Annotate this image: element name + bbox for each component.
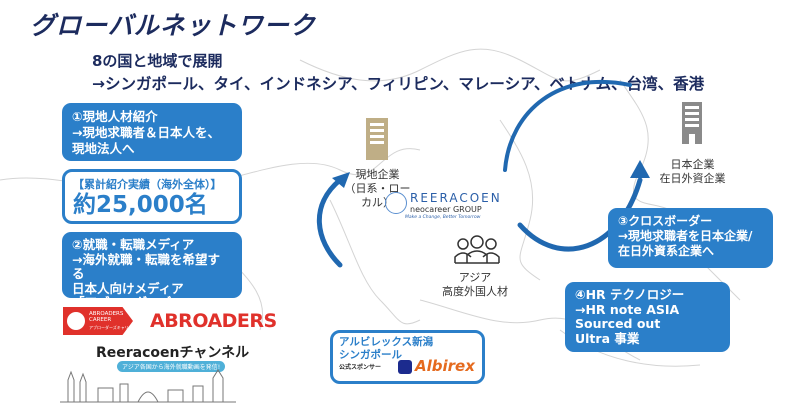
box-line: ②就職・転職メディア <box>72 237 195 252</box>
sponsor-team-location: シンガポール <box>339 349 402 361</box>
asia-talent-label: アジア 高度外国人材 <box>435 271 515 299</box>
box-line: ④HR テクノロジー <box>575 287 685 302</box>
japan-company-label: 日本企業 在日外資企業 <box>655 158 730 186</box>
box-line: 現地法人へ <box>72 141 135 156</box>
label-line: 在日外資企業 <box>659 172 726 185</box>
page-title: グローバルネットワーク <box>30 11 316 40</box>
box-line: 日本人向けメディア <box>72 280 184 296</box>
label-line: 日本企業 <box>670 158 715 171</box>
box-line: →HR note ASIA <box>575 301 680 317</box>
albirex-sponsor-box: アルビレックス新潟 シンガポール 公式スポンサー Albirex <box>330 330 485 384</box>
arrow-to-local-company <box>316 177 343 268</box>
channel-tagline: アジア各国から海外就職動画を発信! <box>117 361 226 372</box>
service-hr-technology-box: ④HR テクノロジー →HR note ASIA Sourced out Ult… <box>565 282 730 352</box>
logo-mark-icon <box>385 192 407 214</box>
abroaders-career-sub: アブローダーズキャリア <box>89 325 133 330</box>
box-line: →海外就職・転職を希望する <box>72 251 220 281</box>
label-line: アジア <box>458 271 492 284</box>
service-media-box: ②就職・転職メディア →海外就職・転職を希望する 日本人向けメディア 「アブロー… <box>62 232 242 310</box>
box-line: 「アブローダーズ」 <box>72 295 184 310</box>
plane-icon <box>67 312 85 330</box>
albirex-crest-icon <box>398 360 412 374</box>
people-icon <box>454 235 500 264</box>
logo-group: neocareer GROUP <box>410 205 482 214</box>
arrow-to-japan-top <box>503 79 632 172</box>
reeracoen-channel-title: Reeracoenチャンネル <box>96 345 250 361</box>
abroaders-career-text: ABROADERS CAREER <box>89 311 124 323</box>
label-line: 高度外国人材 <box>442 285 508 298</box>
logo-name: REERACOEN <box>410 191 502 205</box>
box-line: →現地求職者を日本企業/ <box>618 229 753 243</box>
japan-company-building-icon <box>682 102 702 144</box>
city-skyline-illustration <box>60 369 236 403</box>
box-line: 在日外資系企業へ <box>618 244 715 258</box>
abroaders-career-logo: ABROADERS CAREER アブローダーズキャリア <box>63 307 133 335</box>
box-line: Sourced out <box>575 316 661 331</box>
box-line: Ultra 事業 <box>575 330 640 346</box>
abroaders-logo: ABROADERS <box>150 310 277 332</box>
logo-tagline: Make a Change, Better Tomorrow <box>405 215 481 220</box>
sponsor-role: 公式スポンサー <box>339 364 382 371</box>
placement-stats-box: 【累計紹介実績（海外全体）】 約25,000名 <box>62 169 242 224</box>
box-line: ①現地人材紹介 <box>72 109 158 124</box>
subtitle-countries-count: 8の国と地域で展開 <box>92 52 223 70</box>
service-cross-border-box: ③クロスボーダー →現地求職者を日本企業/ 在日外資系企業へ <box>608 208 773 268</box>
label-line: 現地企業 <box>355 168 400 181</box>
sponsor-team: アルビレックス新潟 <box>339 336 434 348</box>
box-line: →現地求職者＆日本人を、 <box>72 125 220 140</box>
stats-value: 約25,000名 <box>73 192 208 218</box>
subtitle-country-list: →シンガポール、タイ、インドネシア、フィリピン、マレーシア、ベトナム、台湾、香港 <box>92 75 705 93</box>
local-company-building-icon <box>366 118 388 160</box>
box-line: ③クロスボーダー <box>618 214 713 228</box>
stats-label: 【累計紹介実績（海外全体）】 <box>73 178 222 191</box>
service-local-recruiting-box: ①現地人材紹介 →現地求職者＆日本人を、 現地法人へ <box>62 103 242 161</box>
albirex-logo: Albirex <box>415 357 475 375</box>
arrow-to-japan-company <box>517 177 643 252</box>
